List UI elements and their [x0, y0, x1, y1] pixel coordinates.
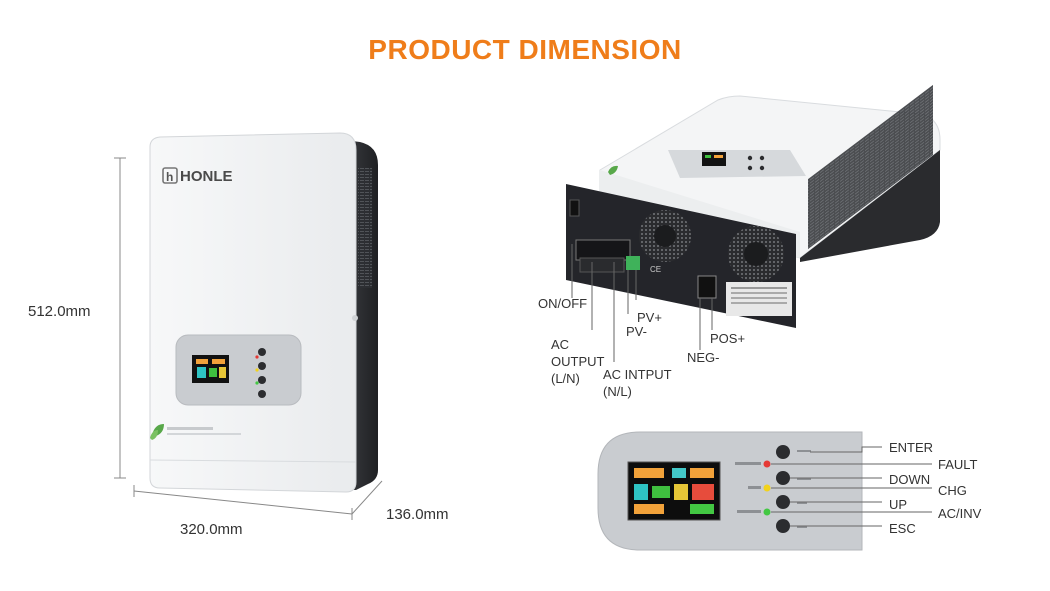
label-down: DOWN	[889, 472, 931, 487]
label-ac-output-line2: OUTPUT	[551, 354, 605, 369]
label-ac-input-line2: (N/L)	[603, 384, 632, 399]
front-inv-led	[255, 381, 259, 385]
front-button-enter	[258, 348, 266, 356]
label-pos: POS+	[710, 331, 746, 346]
label-up: UP	[889, 497, 908, 512]
battery-terminal	[697, 275, 717, 299]
label-esc: ESC	[889, 521, 916, 536]
width-dimension-line	[133, 490, 353, 515]
side-vent	[358, 168, 372, 288]
label-chg: CHG	[938, 483, 967, 498]
top-control-recess	[668, 150, 806, 178]
label-on-off: ON/OFF	[538, 296, 588, 311]
height-label: 512.0mm	[28, 303, 91, 320]
front-fault-led	[255, 355, 259, 359]
terminal-block	[575, 239, 631, 261]
leader-line-enter	[810, 446, 882, 453]
label-ac-output-line3: (L/N)	[551, 371, 580, 386]
panel-button-down	[776, 471, 790, 485]
front-bottom-seam	[149, 459, 357, 463]
page-title: PRODUCT DIMENSION	[368, 34, 682, 65]
sticker-text-line	[167, 427, 213, 430]
chg-led	[763, 484, 771, 492]
label-pv-minus: PV-	[626, 324, 647, 339]
panel-button-up	[776, 495, 790, 509]
screw	[352, 315, 358, 321]
honle-logo: h HONLE	[162, 167, 233, 185]
label-neg: NEG-	[687, 350, 720, 365]
eco-leaf-icon	[608, 165, 618, 175]
panel-button-enter	[776, 445, 790, 459]
label-ac-inv: AC/INV	[938, 506, 982, 521]
width-label: 320.0mm	[180, 521, 243, 538]
ac-inv-led	[763, 508, 771, 516]
pv-terminal	[626, 256, 640, 270]
brand-name: HONLE	[180, 168, 233, 185]
sticker-text-line	[167, 433, 241, 435]
label-ac-input-line1: AC INTPUT	[603, 367, 672, 382]
inverter-front-view: h HONLE	[114, 132, 383, 520]
right-side-vent	[808, 84, 933, 250]
label-fault: FAULT	[938, 457, 978, 472]
depth-dimension-line	[351, 480, 383, 515]
inverter-rear-view: CE	[566, 84, 941, 362]
label-pv-plus: PV+	[637, 310, 662, 325]
power-switch	[569, 199, 580, 217]
fault-led	[763, 460, 771, 468]
panel-button-esc	[776, 519, 790, 533]
top-lcd-screen	[702, 152, 726, 166]
depth-label: 136.0mm	[386, 506, 449, 523]
front-button-down	[258, 362, 266, 370]
control-panel-closeup	[597, 431, 932, 551]
label-ac-output-line1: AC	[551, 337, 570, 352]
ce-mark: CE	[650, 265, 661, 274]
front-button-esc	[258, 390, 266, 398]
label-enter: ENTER	[889, 440, 934, 455]
eco-leaf-icon	[150, 424, 164, 440]
rear-right-side	[800, 150, 940, 262]
front-control-window	[175, 334, 302, 406]
front-chg-led	[255, 368, 259, 372]
inverter-front-panel	[149, 132, 357, 493]
logo-mark: h	[166, 170, 173, 184]
front-button-up	[258, 376, 266, 384]
